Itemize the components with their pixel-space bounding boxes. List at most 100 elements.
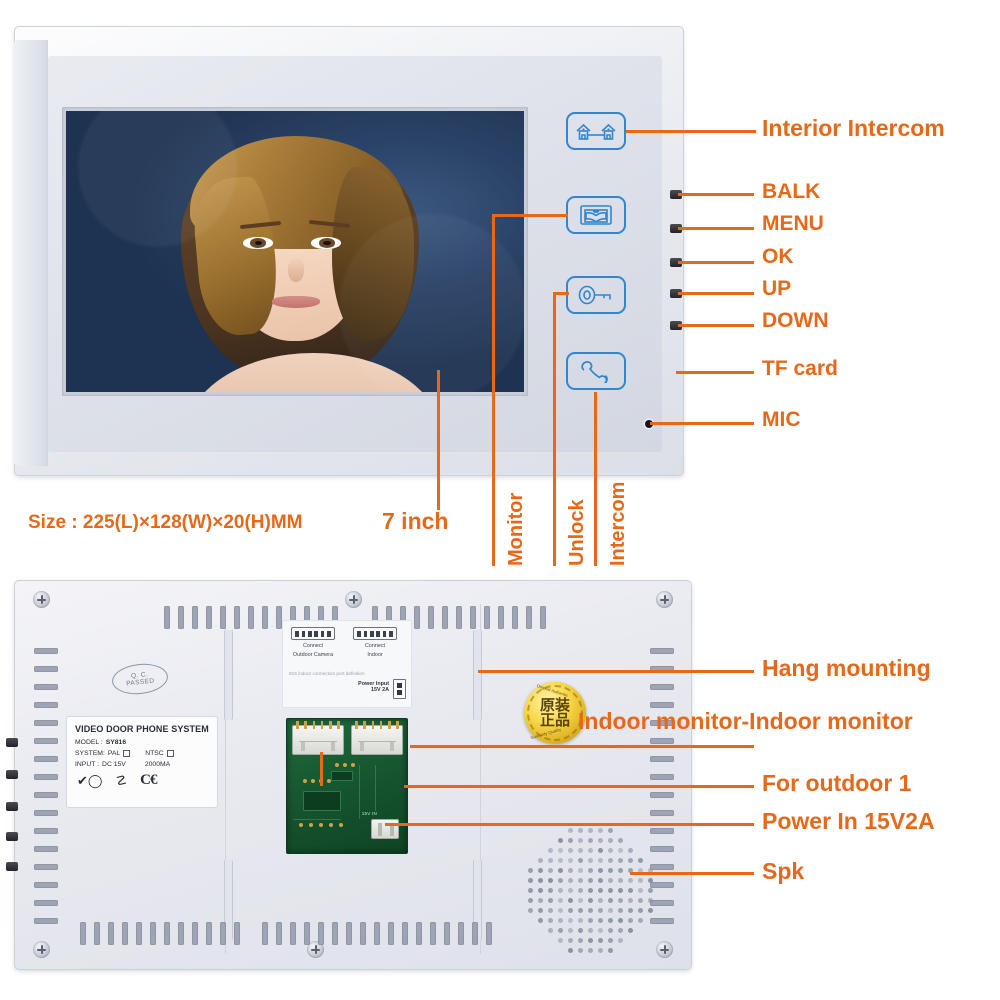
vent-slot [34,774,58,780]
speaker-hole [588,838,593,843]
button-intercom-talk[interactable] [566,352,626,390]
vent-slot [540,606,546,629]
speaker-hole [568,928,573,933]
screen-video-feed [66,111,524,392]
label-up: UP [762,277,791,301]
speaker-hole [568,868,573,873]
rear-side-button-5[interactable] [6,862,18,871]
speaker-hole [538,898,543,903]
key-icon [577,284,615,306]
speaker-hole [548,878,553,883]
pcb-power-in-silkscreen: 15V IN [362,811,377,816]
spec-row-system: SYSTEM: PAL NTSC [75,750,209,757]
speaker-hole [588,948,593,953]
speaker-hole [638,878,643,883]
speaker-hole [608,928,613,933]
vent-slot [318,922,324,945]
checkbox-pal[interactable] [123,750,130,757]
vent-slot [150,922,156,945]
spec-system-ntsc: NTSC [145,750,164,757]
leader-tf-card [676,371,754,374]
screw-top-center [345,591,362,608]
speaker-hole [538,908,543,913]
vent-slot [34,738,58,744]
button-monitor[interactable] [566,196,626,234]
speaker-hole [598,878,603,883]
speaker-hole [608,908,613,913]
display-screen [62,107,528,396]
vent-slot [234,606,240,629]
leader-hang-mounting [478,670,754,673]
vent-slot [402,922,408,945]
speaker-hole [588,898,593,903]
vent-slot [374,922,380,945]
connection-note: 816 indoor connection port definition [289,671,365,676]
vent-slot [248,606,254,629]
speaker-hole [578,928,583,933]
vent-slot [34,792,58,798]
leader-monitor-v [492,214,495,566]
speaker-hole [608,948,613,953]
speaker-hole [598,828,603,833]
speaker-hole [568,848,573,853]
caption-indoor-1: Connect [346,643,404,649]
vent-slot [220,606,226,629]
vent-slot [164,922,170,945]
speaker-hole [648,878,653,883]
speaker-hole [578,888,583,893]
speaker-hole [628,878,633,883]
vent-slot [388,922,394,945]
vent-slot [650,684,674,690]
rear-side-button-3[interactable] [6,802,18,811]
vent-slot [290,922,296,945]
speaker-hole [578,878,583,883]
button-unlock[interactable] [566,276,626,314]
speaker-hole [558,928,563,933]
rear-side-button-1[interactable] [6,738,18,747]
vent-slot [650,864,674,870]
vent-slot [416,922,422,945]
vent-slot [206,606,212,629]
port-indoor [353,627,397,640]
rear-side-button-4[interactable] [6,832,18,841]
speaker-hole [638,898,643,903]
speaker-hole [638,918,643,923]
vent-slot [346,922,352,945]
checkbox-ntsc[interactable] [167,750,174,757]
label-spk: Spk [762,858,804,885]
speaker-hole [598,838,603,843]
speaker-hole [588,868,593,873]
leader-unlock-v [553,292,556,566]
rear-side-button-2[interactable] [6,770,18,779]
button-interior-intercom[interactable] [566,112,626,150]
vent-slot [650,792,674,798]
vent-slot [428,606,434,629]
speaker-hole [588,828,593,833]
speaker-hole [588,928,593,933]
label-size: Size : 225(L)×128(W)×20(H)MM [28,512,303,534]
label-indoor-monitor: Indoor monitor-Indoor monitor [578,708,913,735]
speaker-hole [558,878,563,883]
seal-en-bottom: Guaranty Quality [530,727,562,740]
speaker-hole [558,888,563,893]
port-outdoor-camera [291,627,335,640]
seal-en-top: Original Authentic [536,683,569,698]
label-interior-intercom: Interior Intercom [762,115,945,142]
speaker-hole [538,888,543,893]
pcb-chip-1 [303,791,341,811]
speaker-hole [568,918,573,923]
leader-indoor-monitor [410,745,754,748]
vent-slot [234,922,240,945]
speaker-hole [628,848,633,853]
leader-intercom-v [594,392,597,566]
pcb-connector-outdoor [292,725,344,755]
caption-outdoor-camera-1: Connect [284,643,342,649]
speaker-hole [538,878,543,883]
vent-slot [486,922,492,945]
vent-slot [192,922,198,945]
screw-top-right [656,591,673,608]
vent-slot [430,922,436,945]
speaker-hole [618,938,623,943]
vent-slot [498,606,504,629]
speaker-hole [558,898,563,903]
